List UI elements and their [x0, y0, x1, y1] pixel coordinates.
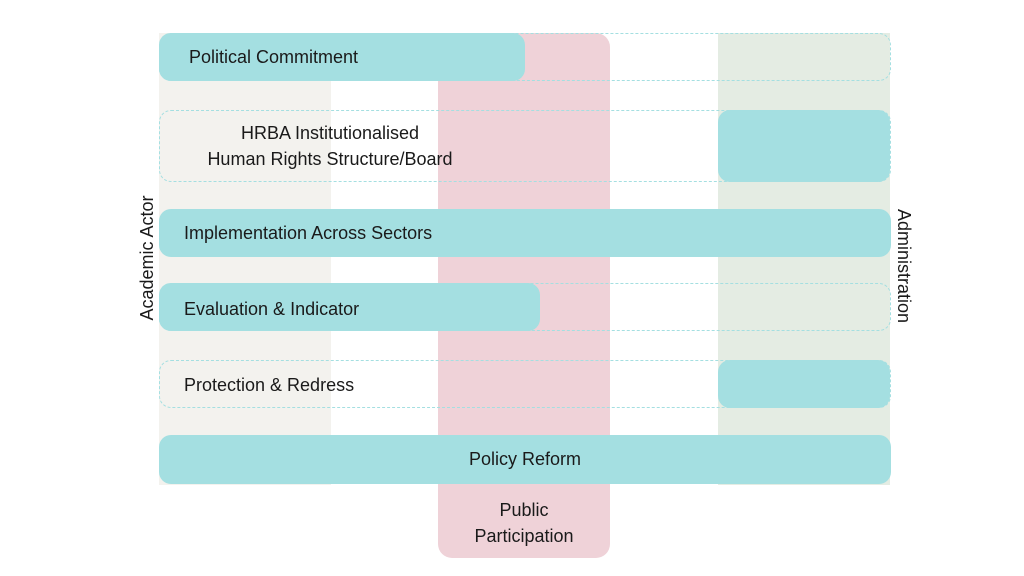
protection-label: Protection & Redress — [184, 375, 355, 395]
policy-reform-bar — [159, 435, 891, 484]
hrba-label: HRBA Institutionalised Human Rights Stru… — [189, 120, 471, 172]
hrba-label-line1: HRBA Institutionalised — [240, 123, 420, 143]
public-participation-line1: Public — [499, 500, 549, 520]
evaluation-bar — [159, 283, 540, 331]
hrba-track — [159, 110, 891, 182]
public-participation-line2: Participation — [474, 526, 574, 546]
political-commitment-label: Political Commitment — [189, 47, 359, 67]
evaluation-label: Evaluation & Indicator — [184, 299, 360, 319]
administration-label: Administration — [894, 208, 914, 324]
academic-actor-column — [159, 33, 331, 485]
implementation-bar — [159, 209, 891, 257]
protection-track — [159, 360, 891, 408]
policy-reform-label: Policy Reform — [468, 449, 582, 469]
public-participation-label: Public Participation — [438, 497, 610, 549]
hrba-label-line2: Human Rights Structure/Board — [207, 149, 453, 169]
protection-admin-block — [718, 360, 890, 408]
administration-column — [718, 33, 890, 485]
academic-actor-label: Academic Actor — [137, 195, 157, 321]
political-commitment-bar — [159, 33, 525, 81]
implementation-label: Implementation Across Sectors — [184, 223, 433, 243]
hrba-admin-block — [718, 110, 890, 182]
